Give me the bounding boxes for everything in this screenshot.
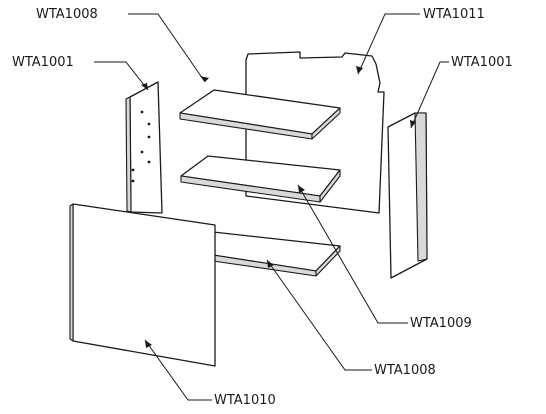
top-shelf-part [179,89,341,140]
front-panel-part [69,203,216,367]
left-side-panel-part [125,81,163,214]
leader-lines [94,13,449,401]
label-middle-shelf: WTA1009 [410,316,472,331]
label-bottom-shelf: WTA1008 [374,363,436,378]
label-front-panel: WTA1010 [214,393,276,408]
leader-back-panel [357,13,420,75]
middle-shelf-part [180,155,341,203]
label-right-side: WTA1001 [451,55,513,70]
right-side-panel-part [387,112,428,279]
leader-bottom-shelf [266,259,372,371]
leader-left-side [94,61,149,91]
label-back-panel: WTA1011 [423,7,485,22]
label-left-side: WTA1001 [12,55,74,70]
bottom-shelf-part [212,231,341,277]
leader-top-shelf [128,13,206,83]
leader-middle-shelf [297,184,408,324]
leader-right-side [410,61,449,129]
label-top-shelf: WTA1008 [36,7,98,22]
leader-front-panel [144,339,212,401]
